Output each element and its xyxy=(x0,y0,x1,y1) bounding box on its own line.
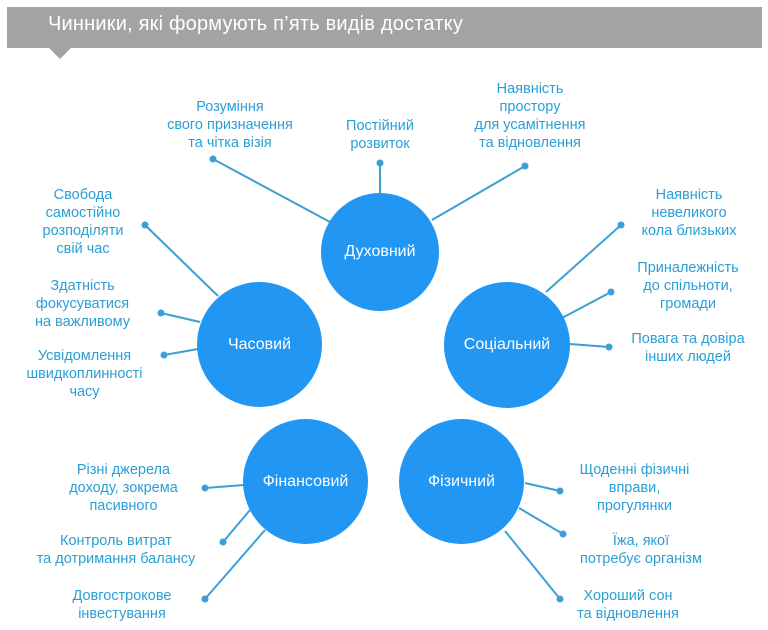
factor-spiritual-1: Розуміння свого призначення та чітка віз… xyxy=(167,99,293,151)
factor-physical-1: Щоденні фізичні вправи, прогулянки xyxy=(579,462,690,514)
factor-time-3: Усвідомлення швидкоплинності часу xyxy=(26,348,143,400)
factor-spiritual-3: Наявність простору для усамітнення та ві… xyxy=(474,81,586,151)
factor-physical-3: Хороший сон та відновлення xyxy=(577,588,679,622)
financial-node: Фінансовий xyxy=(243,419,368,544)
dot-social-3 xyxy=(605,343,613,351)
dot-physical-1 xyxy=(556,487,564,495)
dot-financial-1 xyxy=(201,484,209,492)
factor-social-3: Повага та довіра інших людей xyxy=(631,331,745,365)
dot-financial-3 xyxy=(201,595,209,603)
dot-financial-2 xyxy=(219,538,227,546)
dot-physical-2 xyxy=(559,530,567,538)
factor-financial-2: Контроль витрат та дотримання балансу xyxy=(36,533,196,567)
connector-financial-1 xyxy=(204,484,245,489)
spiritual-node-label: Духовний xyxy=(344,243,416,260)
spiritual-node: Духовний xyxy=(321,193,439,311)
factor-physical-2: Їжа, якої потребує організм xyxy=(580,533,702,567)
factor-social-1: Наявність невеликого кола близьких xyxy=(641,187,737,239)
banner-pointer xyxy=(48,47,72,59)
connector-financial-3 xyxy=(204,529,266,600)
factor-time-2: Здатність фокусуватися на важливому xyxy=(35,278,130,330)
dot-physical-3 xyxy=(556,595,564,603)
factor-time-1: Свобода самостійно розподіляти свій час xyxy=(42,187,124,257)
dot-time-2 xyxy=(157,309,165,317)
time-node: Часовий xyxy=(197,282,322,407)
factor-social-2: Приналежність до спільноти, громади xyxy=(637,260,739,312)
factor-financial-3: Довгострокове інвестування xyxy=(72,588,172,622)
dot-spiritual-3 xyxy=(521,162,529,170)
connector-spiritual-1 xyxy=(212,158,331,223)
connector-social-2 xyxy=(561,291,612,319)
social-node-label: Соціальний xyxy=(463,336,551,353)
factor-financial-1: Різні джерела доходу, зокрема пасивного xyxy=(69,462,178,514)
dot-spiritual-1 xyxy=(209,155,217,163)
page-title: Чинники, які формують п’ять видів достат… xyxy=(48,13,464,35)
physical-node: Фізичний xyxy=(399,419,524,544)
connector-social-3 xyxy=(569,343,610,348)
connector-financial-2 xyxy=(222,509,251,543)
dot-social-2 xyxy=(607,288,615,296)
factor-spiritual-2: Постійний розвиток xyxy=(346,118,414,152)
connector-social-1 xyxy=(545,224,622,293)
dot-spiritual-2 xyxy=(376,159,384,167)
social-node: Соціальний xyxy=(444,282,570,408)
connector-time-3 xyxy=(163,348,199,356)
dot-time-3 xyxy=(160,351,168,359)
connector-physical-1 xyxy=(524,482,561,492)
dot-time-1 xyxy=(141,221,149,229)
connector-time-2 xyxy=(160,312,201,323)
connector-physical-2 xyxy=(518,507,564,535)
time-node-label: Часовий xyxy=(227,335,291,353)
dot-social-1 xyxy=(617,221,625,229)
header-banner xyxy=(7,7,762,48)
financial-node-label: Фінансовий xyxy=(262,472,349,490)
connector-time-1 xyxy=(144,224,219,297)
connector-physical-3 xyxy=(504,530,561,600)
physical-node-label: Фізичний xyxy=(427,472,496,490)
connector-spiritual-3 xyxy=(431,165,526,221)
